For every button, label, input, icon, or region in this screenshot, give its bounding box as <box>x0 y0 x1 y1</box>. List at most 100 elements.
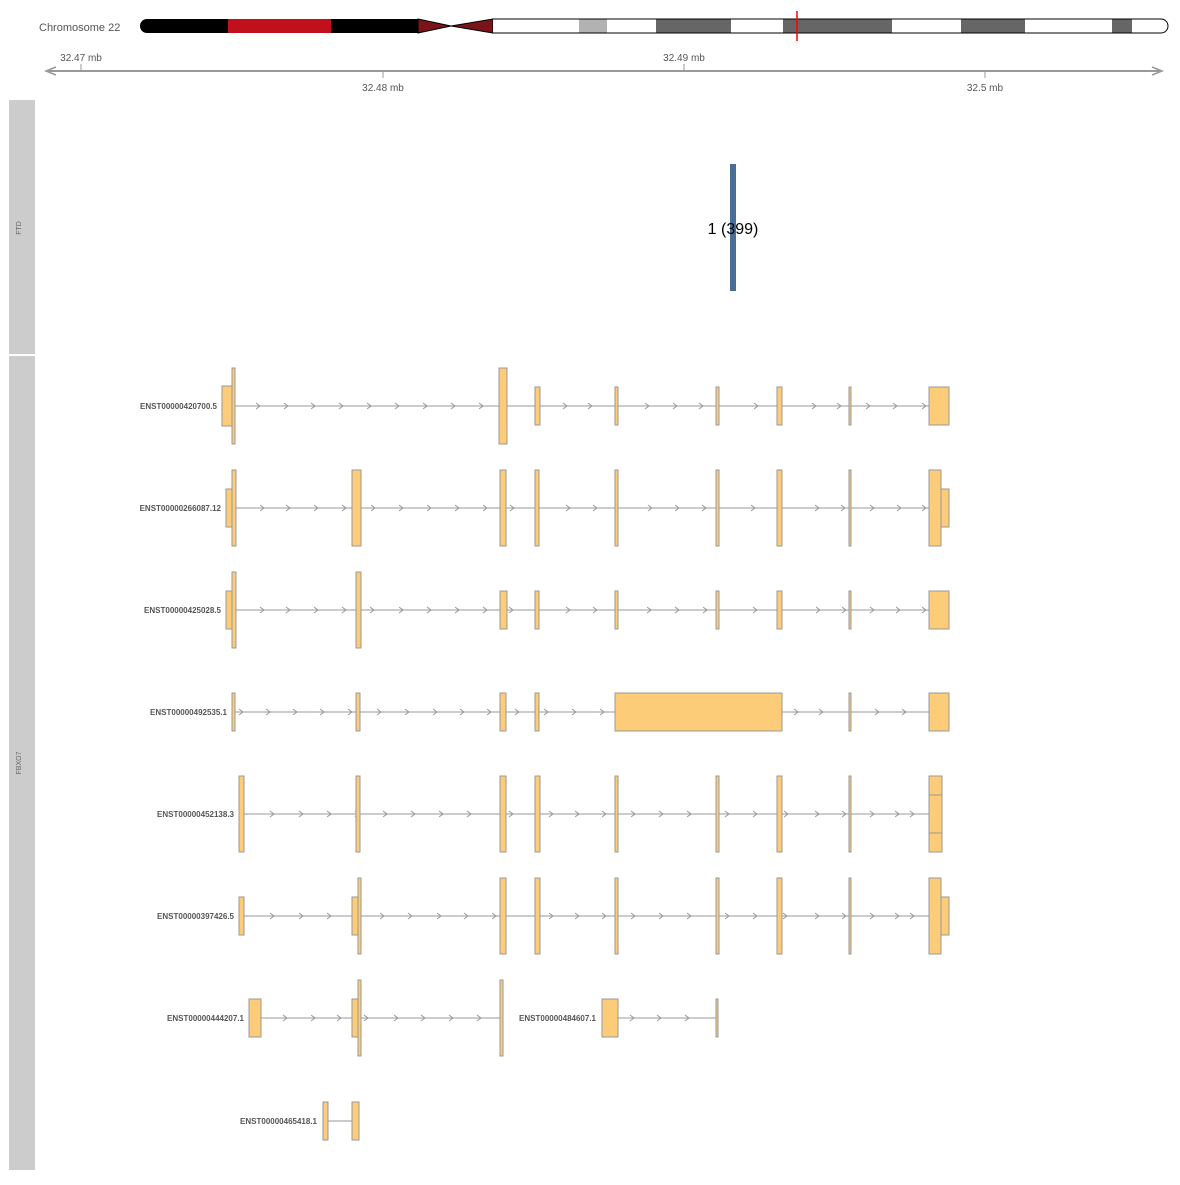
strand-arrow <box>782 912 788 920</box>
strand-arrow <box>658 912 664 920</box>
strand-arrow <box>599 708 605 716</box>
strand-arrow <box>376 708 382 716</box>
strand-arrow <box>658 810 664 818</box>
strand-arrow <box>426 606 432 614</box>
strand-arrow <box>656 1014 662 1022</box>
track-panel-fbxo7 <box>9 356 35 1170</box>
strand-arrow <box>874 708 880 716</box>
strand-arrow <box>793 708 799 716</box>
strand-arrow <box>630 810 636 818</box>
strand-arrow <box>753 402 759 410</box>
track-title-ftd: FTD <box>16 221 23 235</box>
exon <box>776 775 783 853</box>
strand-arrow <box>587 402 593 410</box>
transcript-row-5: ENST00000397426.5 <box>157 877 950 955</box>
strand-arrow <box>426 504 432 512</box>
transcript-label: ENST00000266087.12 <box>140 504 222 513</box>
strand-arrow <box>313 606 319 614</box>
strand-arrow <box>894 810 900 818</box>
exon <box>776 877 783 955</box>
exon <box>355 571 362 649</box>
exon <box>715 998 719 1038</box>
strand-arrow <box>476 1014 482 1022</box>
exon <box>928 877 942 955</box>
strand-arrow <box>601 810 607 818</box>
strand-arrow <box>892 402 898 410</box>
strand-arrow <box>398 606 404 614</box>
exon <box>351 469 362 547</box>
exon <box>614 692 783 732</box>
strand-arrow <box>313 504 319 512</box>
strand-arrow <box>282 1014 288 1022</box>
strand-arrow <box>454 606 460 614</box>
strand-arrow <box>752 606 758 614</box>
strand-arrow <box>238 708 244 716</box>
exon <box>614 469 619 547</box>
peak-label: 1 (399) <box>708 221 759 238</box>
exon <box>715 590 720 630</box>
strand-arrow <box>752 810 758 818</box>
strand-arrow <box>436 912 442 920</box>
chromosome-label: Chromosome 22 <box>39 22 120 34</box>
strand-arrow <box>438 810 444 818</box>
transcript-label: ENST00000484607.1 <box>519 1014 597 1023</box>
exon <box>928 692 950 732</box>
exon <box>534 775 541 853</box>
strand-arrow <box>921 504 927 512</box>
strand-arrow <box>347 708 353 716</box>
strand-arrow <box>701 504 707 512</box>
strand-arrow <box>292 708 298 716</box>
strand-arrow <box>601 912 607 920</box>
ideogram-band <box>656 19 731 33</box>
strand-arrow <box>269 912 275 920</box>
strand-arrow <box>646 606 652 614</box>
exon <box>499 469 507 547</box>
strand-arrow <box>674 606 680 614</box>
exon <box>231 367 236 445</box>
strand-arrow <box>259 606 265 614</box>
strand-arrow <box>815 606 821 614</box>
exon <box>534 386 541 426</box>
strand-arrow <box>783 810 789 818</box>
strand-arrow <box>811 402 817 410</box>
exon <box>848 590 852 630</box>
axis-tick-label: 32.47 mb <box>60 53 102 64</box>
strand-arrow <box>478 402 484 410</box>
strand-arrow <box>259 504 265 512</box>
exon <box>499 979 504 1057</box>
strand-arrow <box>686 912 692 920</box>
exon <box>928 386 950 426</box>
strand-arrow <box>686 810 692 818</box>
exon <box>231 469 237 547</box>
exon <box>231 692 236 732</box>
strand-arrow <box>724 810 730 818</box>
exon <box>848 775 852 853</box>
strand-arrow <box>698 402 704 410</box>
axis-tick-label: 32.5 mb <box>967 83 1004 94</box>
ideogram-band <box>1112 19 1132 33</box>
strand-arrow <box>420 1014 426 1022</box>
peak-bar <box>730 164 736 291</box>
strand-arrow <box>644 402 650 410</box>
transcript-label: ENST00000465418.1 <box>240 1117 318 1126</box>
strand-arrow <box>574 810 580 818</box>
transcript-row-3: ENST00000492535.1 <box>150 692 950 732</box>
strand-arrow <box>341 606 347 614</box>
exon <box>355 692 361 732</box>
exon <box>231 571 237 649</box>
strand-arrow <box>921 402 927 410</box>
strand-arrow <box>466 810 472 818</box>
strand-arrow <box>896 504 902 512</box>
strand-arrow <box>630 912 636 920</box>
exon <box>357 979 362 1057</box>
exon <box>322 1101 329 1141</box>
axis-arrow-left <box>43 66 57 76</box>
exon <box>928 469 942 547</box>
strand-arrow <box>341 504 347 512</box>
strand-arrow <box>454 504 460 512</box>
strand-arrow <box>869 810 875 818</box>
strand-arrow <box>379 912 385 920</box>
transcript-row-6: ENST00000444207.1 <box>167 979 504 1057</box>
